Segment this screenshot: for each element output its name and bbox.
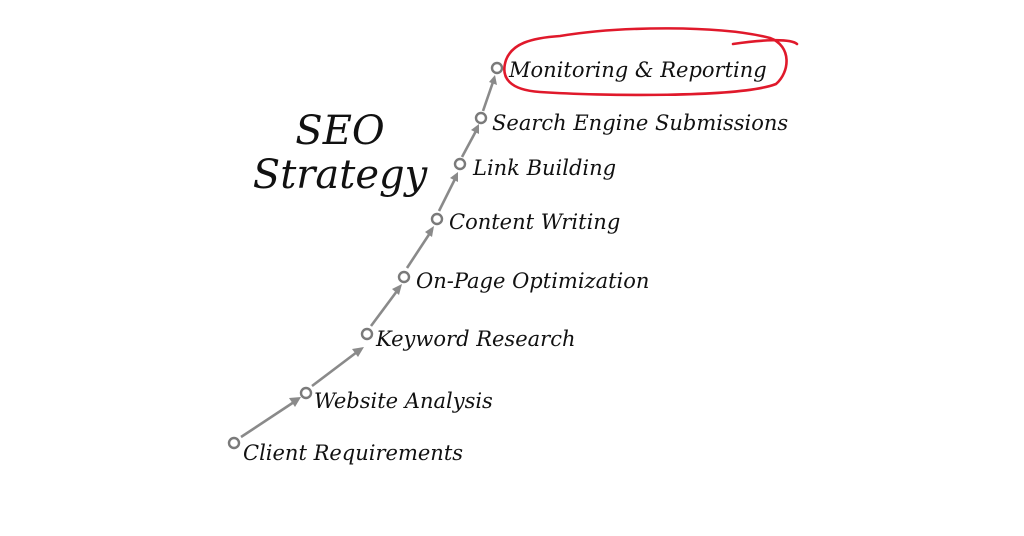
step-label-keyword-research: Keyword Research xyxy=(375,327,575,351)
arrow-4 xyxy=(405,232,432,269)
title-line-2: Strategy xyxy=(253,152,429,198)
step-node-8 xyxy=(490,61,504,75)
arrow-6 xyxy=(460,130,478,158)
highlight-circle xyxy=(503,27,799,97)
arrow-5-head xyxy=(450,172,458,182)
arrow-1 xyxy=(240,400,295,439)
arrow-5 xyxy=(437,178,457,212)
arrow-2-head xyxy=(352,347,364,357)
arrow-4-head xyxy=(425,226,434,237)
step-label-search-engine-submissions: Search Engine Submissions xyxy=(492,111,788,135)
step-node-5 xyxy=(430,212,444,226)
step-node-2 xyxy=(299,386,313,400)
arrow-3-head xyxy=(392,284,402,295)
step-label-link-building: Link Building xyxy=(472,156,616,180)
arrow-path xyxy=(240,75,497,439)
step-labels: Client Requirements Website Analysis Key… xyxy=(243,58,788,465)
step-node-3 xyxy=(360,327,374,341)
step-node-6 xyxy=(453,157,467,171)
arrow-7 xyxy=(481,81,495,112)
arrow-2 xyxy=(311,350,358,388)
arrow-3 xyxy=(369,290,399,327)
arrow-1-head xyxy=(289,397,301,407)
step-label-client-requirements: Client Requirements xyxy=(243,441,463,465)
step-label-content-writing: Content Writing xyxy=(449,210,620,234)
arrow-6-head xyxy=(471,124,479,134)
title-line-1: SEO xyxy=(295,108,384,154)
step-node-1 xyxy=(227,436,241,450)
step-label-monitoring-reporting: Monitoring & Reporting xyxy=(508,58,767,82)
step-node-4 xyxy=(397,270,411,284)
step-node-7 xyxy=(474,111,488,125)
step-label-on-page-optimization: On-Page Optimization xyxy=(416,269,649,293)
arrow-7-head xyxy=(489,75,497,85)
step-nodes xyxy=(227,61,504,450)
step-label-website-analysis: Website Analysis xyxy=(314,389,493,413)
